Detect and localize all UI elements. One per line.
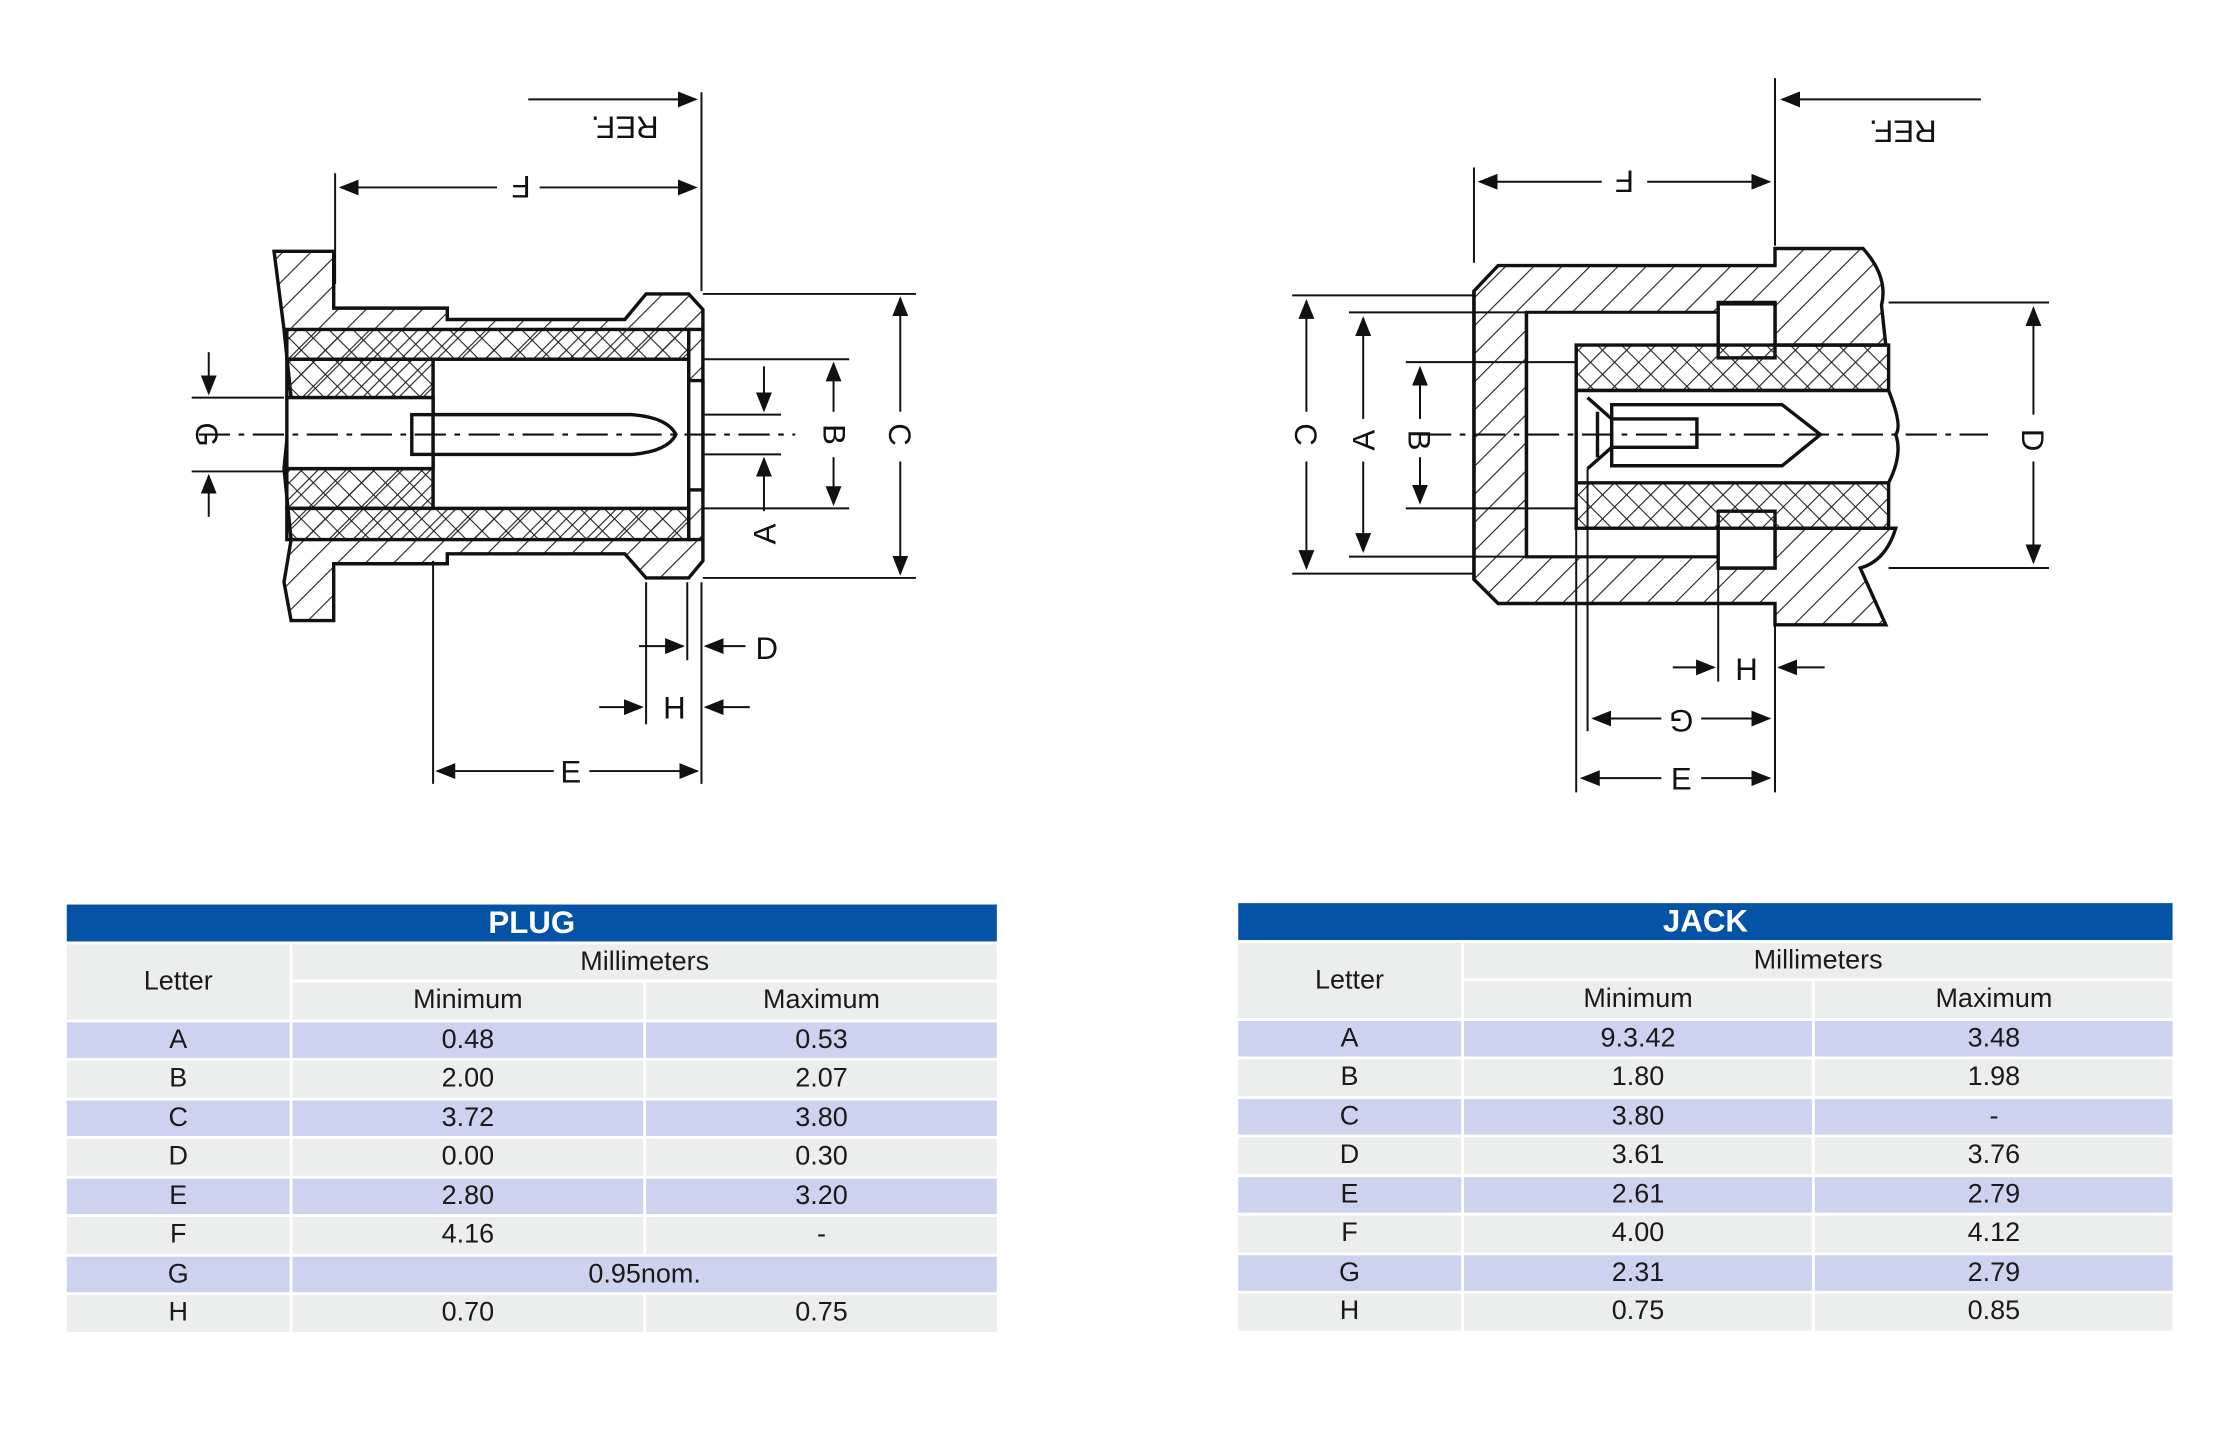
row-max: 2.79: [1815, 1176, 2173, 1213]
row-max: 2.79: [1815, 1254, 2173, 1291]
plug-label-b: B: [817, 424, 852, 445]
plug-spec-table: PLUG Letter Millimeters Minimum Maximum …: [64, 902, 1000, 1334]
row-max: 0.30: [646, 1138, 997, 1176]
jack-table-title: JACK: [1238, 903, 2173, 940]
row-max: -: [1815, 1098, 2173, 1135]
jack-label-g: G: [1669, 703, 1693, 738]
row-letter: F: [1238, 1215, 1461, 1252]
row-min: 0.70: [292, 1295, 644, 1332]
units-header: Millimeters: [1463, 942, 2173, 979]
row-min: 9.3.42: [1463, 1020, 1813, 1057]
row-letter: B: [66, 1060, 290, 1097]
row-min: 3.72: [292, 1099, 644, 1136]
plug-label-c: C: [882, 423, 917, 446]
row-min: 0.75: [1463, 1293, 1813, 1330]
plug-label-ref: REF.: [591, 109, 659, 144]
row-letter: C: [1238, 1098, 1461, 1135]
row-min: 4.16: [292, 1216, 644, 1254]
row-letter: C: [66, 1099, 290, 1136]
jack-label-c: C: [1288, 423, 1323, 446]
plug-label-f: F: [512, 169, 531, 204]
row-letter: D: [1238, 1137, 1461, 1174]
row-letter: E: [66, 1177, 290, 1215]
min-header: Minimum: [1463, 981, 1813, 1018]
row-min: 0.48: [292, 1021, 644, 1058]
row-min: 2.00: [292, 1060, 644, 1097]
row-letter: H: [66, 1295, 290, 1332]
row-max: 0.53: [646, 1021, 997, 1058]
row-min: 3.61: [1463, 1137, 1813, 1174]
max-header: Maximum: [646, 982, 997, 1019]
row-letter: A: [66, 1021, 290, 1058]
jack-label-h: H: [1735, 652, 1758, 687]
row-min: 1.80: [1463, 1059, 1813, 1096]
row-min: 4.00: [1463, 1215, 1813, 1252]
jack-label-e: E: [1671, 762, 1692, 797]
row-letter: A: [1238, 1020, 1461, 1057]
row-max: 0.75: [646, 1295, 997, 1332]
jack-dimension-labels: REF. F C A B D H G E: [1288, 114, 2050, 797]
row-letter: F: [66, 1216, 290, 1254]
min-header: Minimum: [292, 982, 644, 1019]
letter-header: Letter: [66, 943, 290, 1019]
row-letter: E: [1238, 1176, 1461, 1213]
plug-label-d: D: [755, 631, 778, 666]
jack-drawing: [1292, 78, 2050, 793]
plug-label-a: A: [747, 523, 782, 544]
row-max: -: [646, 1216, 997, 1254]
jack-label-f: F: [1615, 163, 1634, 198]
row-max: 3.48: [1815, 1020, 2173, 1057]
row-letter: G: [1238, 1254, 1461, 1291]
jack-label-a: A: [1347, 430, 1382, 451]
row-max: 2.07: [646, 1060, 997, 1097]
drawings: REF. F G B C A D H E: [189, 78, 2050, 797]
plug-label-g: G: [189, 422, 224, 446]
row-letter: G: [66, 1255, 290, 1293]
plug-table-title: PLUG: [66, 904, 997, 941]
jack-label-b: B: [1402, 430, 1437, 451]
row-max: 4.12: [1815, 1215, 2173, 1252]
letter-header: Letter: [1238, 942, 1461, 1018]
row-letter: B: [1238, 1059, 1461, 1096]
jack-spec-table: JACK Letter Millimeters Minimum Maximum …: [1235, 900, 2175, 1332]
max-header: Maximum: [1815, 981, 2173, 1018]
units-header: Millimeters: [292, 943, 997, 980]
row-nominal: 0.95nom.: [292, 1255, 997, 1293]
plug-drawing: [191, 91, 916, 784]
plug-dimension-labels: REF. F G B C A D H E: [189, 109, 917, 789]
jack-label-d: D: [2015, 429, 2050, 452]
plug-label-h: H: [663, 691, 686, 726]
row-max: 3.80: [646, 1099, 997, 1136]
row-max: 3.20: [646, 1177, 997, 1215]
row-min: 2.31: [1463, 1254, 1813, 1291]
row-max: 1.98: [1815, 1059, 2173, 1096]
row-min: 0.00: [292, 1138, 644, 1176]
row-min: 2.80: [292, 1177, 644, 1215]
row-max: 0.85: [1815, 1293, 2173, 1330]
jack-label-ref: REF.: [1869, 114, 1937, 149]
row-max: 3.76: [1815, 1137, 2173, 1174]
row-min: 3.80: [1463, 1098, 1813, 1135]
row-letter: D: [66, 1138, 290, 1176]
plug-label-e: E: [560, 754, 581, 789]
row-min: 2.61: [1463, 1176, 1813, 1213]
row-letter: H: [1238, 1293, 1461, 1330]
